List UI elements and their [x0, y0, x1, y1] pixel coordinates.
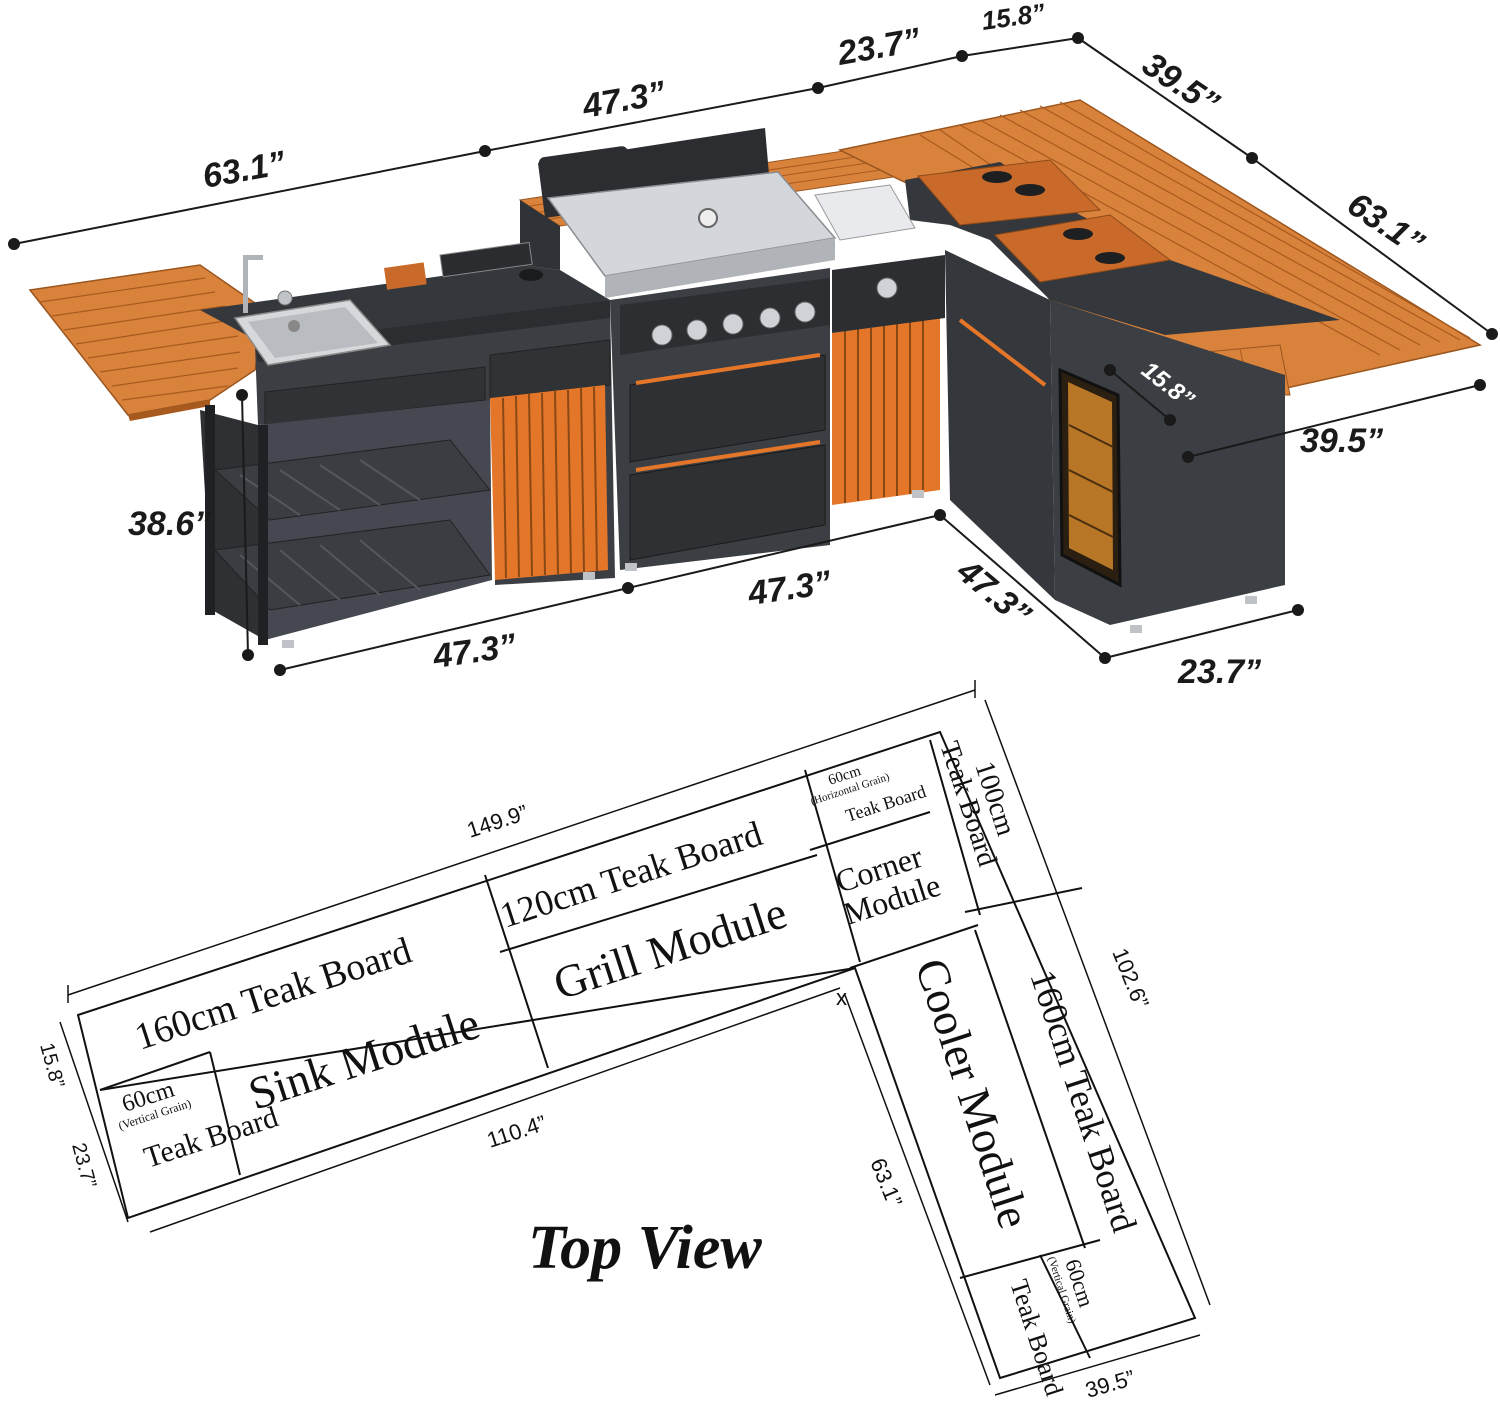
plan-dimension-lines [59, 680, 1211, 1396]
grill-module [538, 128, 945, 570]
knob-icon [794, 301, 816, 323]
corner-x-mark: x [836, 985, 847, 1010]
cutting-board-2 [993, 214, 1172, 283]
dim-cooler-base: 23.7” [1177, 653, 1261, 691]
label-cooler-module: Cooler Module [905, 952, 1040, 1234]
grill-knobs [651, 301, 816, 346]
knob-icon [686, 319, 708, 341]
grill-drawer-2 [629, 444, 826, 561]
side-burner-lid [814, 184, 916, 241]
thermometer-icon [698, 208, 718, 228]
dim-right-top-depth: 39.5” [1136, 45, 1226, 123]
dim-right-counter: 63.1” [1341, 185, 1431, 263]
dim-grill-base: 47.3” [745, 564, 834, 613]
cabinet-feet [282, 490, 1257, 648]
plan-inner-length: 110.4” [484, 1110, 550, 1153]
knob-icon [651, 324, 673, 346]
cutting-board-1 [917, 159, 1102, 226]
left-teak-top [28, 264, 266, 416]
left-teak-slats [39, 277, 241, 401]
knob-icon [759, 307, 781, 329]
top-view-title: Top View [528, 1214, 762, 1282]
plan-overall-depth: 102.6” [1107, 945, 1154, 1012]
plan-inner-depth: 63.1” [865, 1155, 907, 1211]
dim-left-counter: 63.1” [200, 144, 289, 196]
dim-corner-top: 23.7” [834, 21, 924, 73]
plan-left-depth-top: 15.8” [35, 1041, 68, 1091]
dim-cooler-width: 39.5” [1300, 422, 1383, 460]
knife-block [384, 262, 427, 290]
dim-sink-base: 47.3” [430, 627, 519, 676]
side-burner-knob-icon [876, 277, 898, 299]
label-right-board: 160cm Teak Board [1022, 965, 1144, 1237]
condiment-bins [439, 241, 533, 278]
isometric-dimension-lines [8, 32, 1498, 676]
plan-outline [76, 730, 1197, 1380]
sink-drain-icon [288, 320, 300, 332]
dim-corner-depth: 15.8” [980, 0, 1047, 36]
top-view-plan: x 149.9” 102.6” 110.4” 63.1” 15.8” 23.7”… [35, 680, 1211, 1403]
plan-left-depth-bottom: 23.7” [67, 1141, 100, 1191]
plan-bottom-width: 39.5” [1082, 1365, 1137, 1403]
sink-open-shelves [200, 400, 492, 645]
plan-overall-length: 149.9” [464, 800, 531, 843]
corner-cabinet-side [945, 250, 1055, 600]
island-illustration [28, 99, 1482, 648]
faucet-icon [243, 255, 293, 313]
dim-height: 38.6” [128, 505, 211, 543]
label-sink-module: Sink Module [242, 997, 485, 1119]
sink-slatted-door [490, 385, 608, 580]
knob-icon [722, 313, 744, 335]
